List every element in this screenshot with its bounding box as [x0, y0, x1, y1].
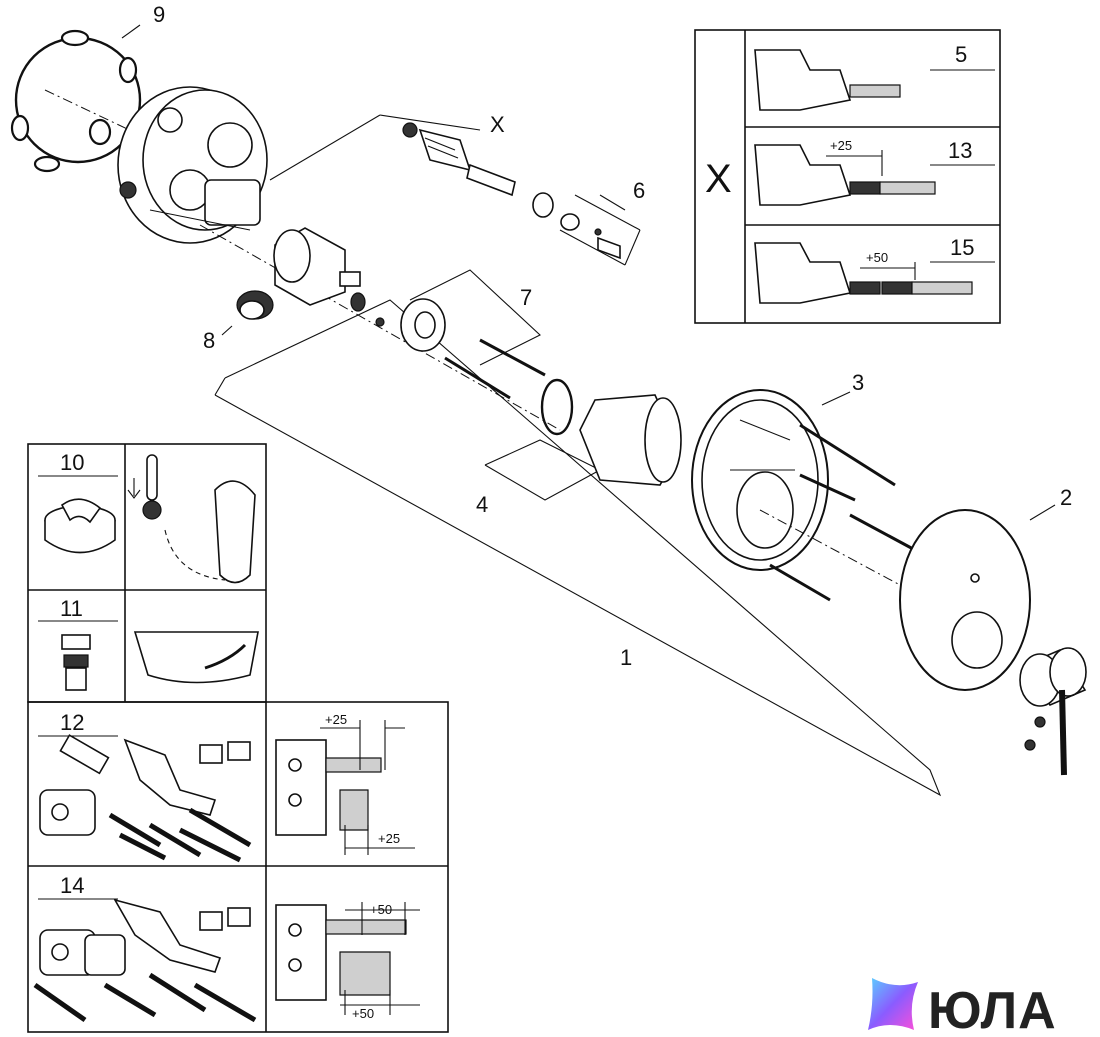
variant-15: +50 15: [754, 235, 995, 304]
accessory-12-dim-bottom: +25: [378, 831, 400, 846]
brand-name: ЮЛА: [928, 982, 1057, 1037]
callout-9: 9: [153, 2, 165, 27]
accessory-12: 12 +25 +25: [38, 710, 415, 863]
callout-12: 12: [60, 710, 84, 735]
variant-box-x-label: X: [705, 157, 732, 201]
part-3-mounting-plate: [691, 389, 916, 602]
callout-7: 7: [520, 285, 532, 310]
part-x-element: [402, 122, 621, 260]
callout-6: 6: [633, 178, 645, 203]
callout-x: X: [490, 112, 505, 137]
accessory-12-dim-top: +25: [325, 712, 347, 727]
variant-13: +25 13: [754, 138, 995, 206]
callout-3: 3: [852, 370, 864, 395]
brand-logo: ЮЛА: [868, 978, 1057, 1037]
part-7-plate-bolts: [400, 298, 546, 400]
valve-body: [117, 86, 561, 431]
part-4-sleeve: [540, 378, 682, 486]
part-8-fitting: [221, 290, 274, 336]
accessory-11: 11: [38, 596, 259, 691]
callout-labels: 9 X 6 8 7 3 4 2 1: [121, 2, 1072, 670]
callout-15: 15: [950, 235, 974, 260]
accessory-panel: 10 11 12: [27, 443, 449, 1033]
variant-15-dim: +50: [866, 250, 888, 265]
callout-5: 5: [955, 42, 967, 67]
brand-star-icon: [868, 978, 918, 1030]
callout-13: 13: [948, 138, 972, 163]
accessory-14-dim-bottom: +50: [352, 1006, 374, 1021]
callout-8: 8: [203, 328, 215, 353]
accessory-10: 10: [38, 450, 256, 584]
callout-10: 10: [60, 450, 84, 475]
callout-1: 1: [620, 645, 632, 670]
accessory-14: 14 +50 +50: [33, 873, 420, 1023]
assembly-leader-lines: [214, 114, 942, 797]
part-2-rosette-handle: [899, 509, 1087, 776]
cartridge: [273, 227, 385, 327]
callout-11: 11: [60, 596, 83, 621]
variant-box: X 5 +25 13 +50 15: [694, 29, 1001, 324]
callout-2: 2: [1060, 485, 1072, 510]
variant-5: 5: [754, 42, 995, 111]
callout-14: 14: [60, 873, 84, 898]
variant-13-dim: +25: [830, 138, 852, 153]
callout-4: 4: [476, 492, 488, 517]
accessory-14-dim-top: +50: [370, 902, 392, 917]
part-9-seal-ring: [10, 29, 142, 173]
